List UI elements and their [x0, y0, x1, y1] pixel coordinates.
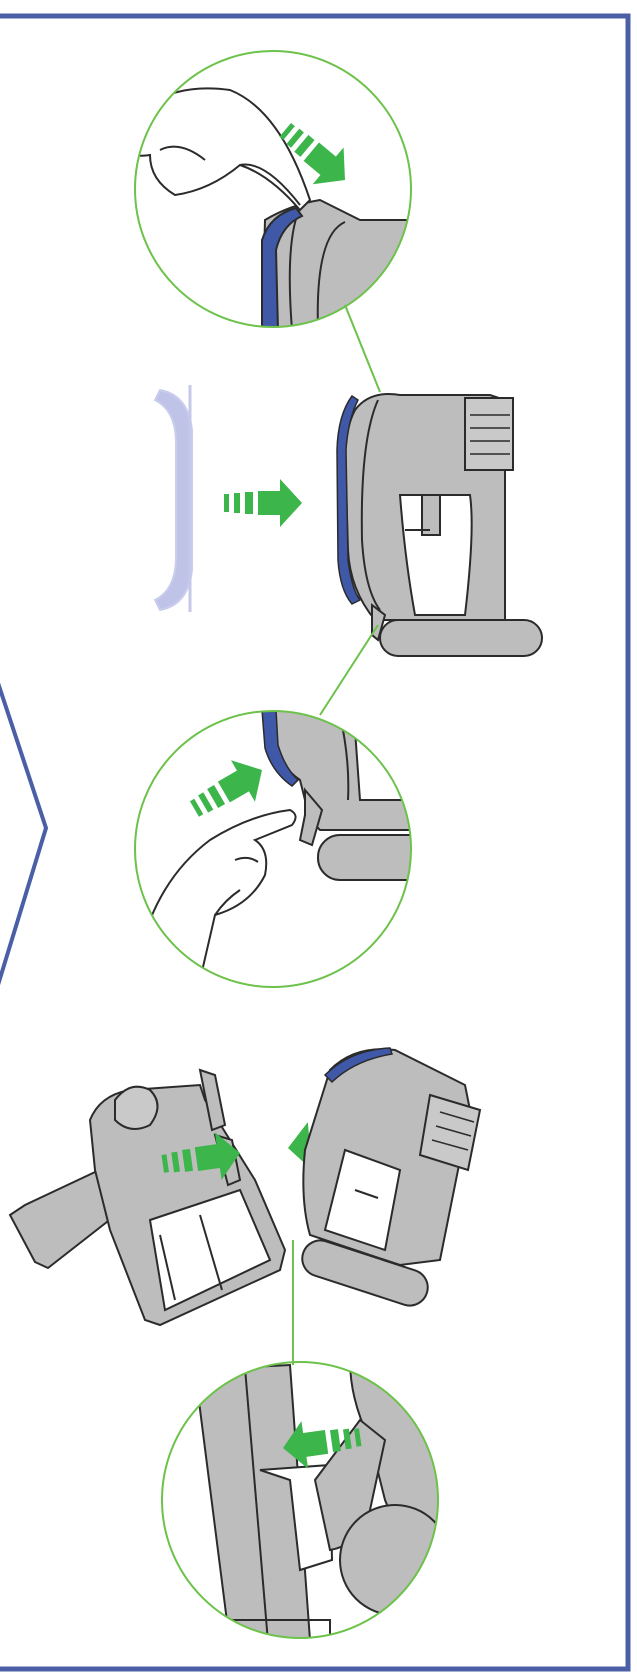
- callout-bottom-latch: [134, 710, 412, 988]
- handheld-unit-side-view: [336, 393, 543, 657]
- callout-circle: [134, 710, 412, 988]
- callout-leader-line: [319, 624, 379, 716]
- callout-circle: [161, 1361, 439, 1639]
- open-unit-right-half: [301, 1047, 482, 1307]
- panel-border: [0, 13, 631, 1672]
- chevron-right-shape: [0, 682, 49, 986]
- detached-panel: [153, 385, 193, 612]
- callout-hinge-detail: [161, 1361, 439, 1639]
- callout-leader-line: [344, 304, 381, 393]
- open-unit-left-half: [8, 1068, 287, 1327]
- dashed-arrow-shape: [224, 479, 302, 527]
- callout-circle: [134, 50, 412, 328]
- callout-top-latch: [134, 50, 412, 328]
